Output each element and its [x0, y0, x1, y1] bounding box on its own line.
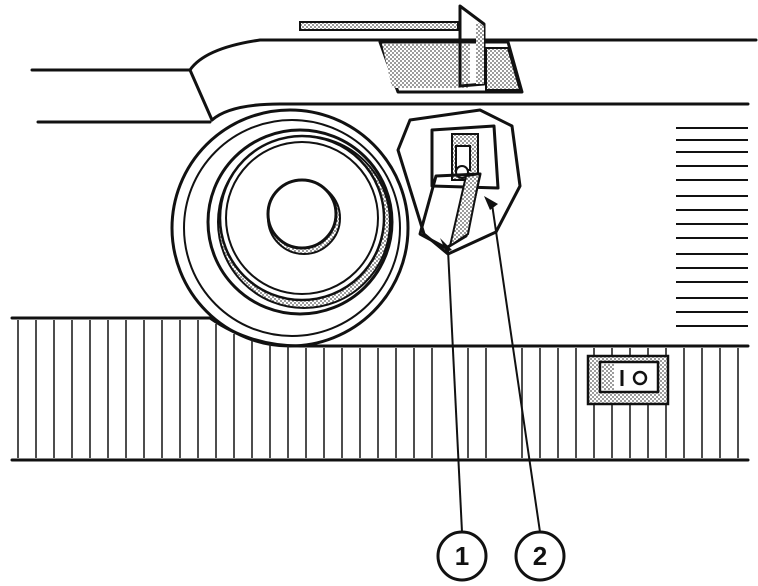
callout-2-label: 2	[533, 541, 547, 571]
callout-2: 2	[514, 530, 566, 582]
callout-1: 1	[436, 530, 488, 582]
upper-housing	[30, 38, 758, 124]
vent-slots	[676, 127, 748, 327]
callout-1-label: 1	[455, 541, 469, 571]
top-slot-lever	[299, 4, 524, 94]
wheel-assembly	[170, 108, 410, 348]
sensor-housing	[396, 108, 522, 256]
leader-lines	[447, 203, 541, 533]
ribbed-base-panel	[10, 316, 750, 462]
power-switch	[586, 354, 670, 406]
